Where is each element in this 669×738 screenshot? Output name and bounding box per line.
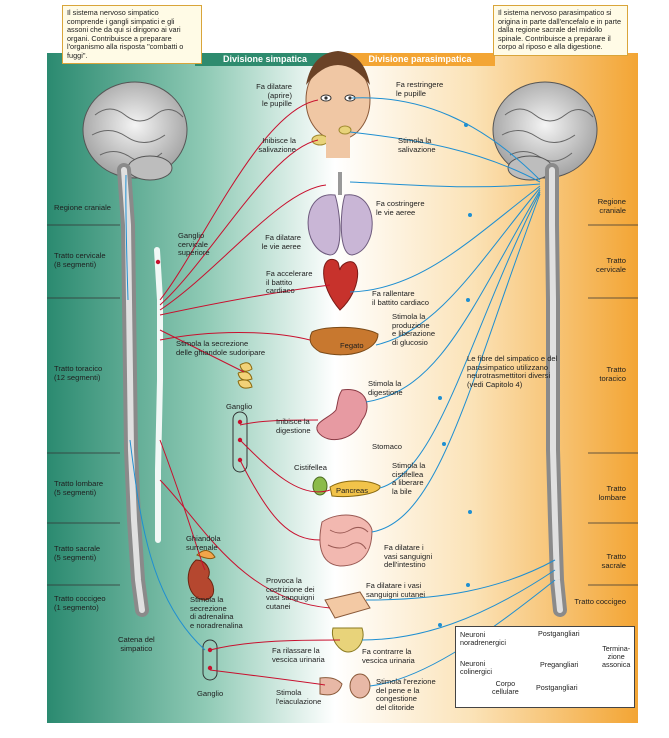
parasympathetic-nodes	[438, 123, 472, 627]
gallbladder-label: Cistifellea	[294, 463, 327, 472]
effect-para-digestion: Stimola la digestione	[368, 379, 403, 397]
legend-cholinergic: Neuroni colinergici	[460, 659, 492, 677]
middle-note: Le fibre del simpatico e del parasimpati…	[467, 354, 558, 389]
sympathetic-note: Il sistema nervoso simpatico comprende i…	[62, 5, 202, 64]
sympathetic-panel	[47, 53, 335, 723]
female-organ-illustration	[349, 673, 371, 699]
effect-symp-heart: Fa accelerare il battito cardiaco	[266, 269, 313, 296]
superior-cervical-ganglion-label: Ganglio cervicale superiore	[178, 231, 210, 258]
sympathetic-chain-label: Catena del simpatico	[118, 635, 155, 653]
effect-symp-vessels: Provoca la costrizione dei vasi sanguign…	[266, 576, 315, 611]
region-sacral-left: Tratto sacrale (5 segmenti)	[54, 544, 101, 562]
effect-para-bile: Stimola la cistifellea a liberare la bil…	[392, 461, 426, 496]
region-cervical-right: Tratto cervicale	[596, 256, 626, 274]
male-organ-illustration	[319, 677, 343, 696]
parasympathetic-panel	[335, 53, 638, 723]
pancreas-label: Pancreas	[336, 486, 369, 495]
liver-illustration	[309, 326, 379, 356]
ganglion-oval-2	[202, 639, 218, 681]
region-lumbar-left: Tratto lombare (5 segmenti)	[54, 479, 104, 497]
sympathetic-chain-shape	[154, 247, 163, 543]
sympathetic-nodes	[155, 259, 243, 671]
bladder-illustration	[331, 627, 364, 653]
pancreas-illustration	[329, 480, 381, 497]
effect-symp-sweat: Stimola la secrezione delle ghiandole su…	[176, 339, 266, 357]
effect-para-saliva: Stimola la salivazione	[398, 136, 436, 154]
effect-para-pupils: Fa restringere le pupille	[396, 80, 444, 98]
skin-illustration	[324, 591, 371, 619]
region-thoracic-right: Tratto toracico	[599, 365, 626, 383]
head-illustration	[305, 51, 371, 158]
adrenal-label: Ghiandola surrenale	[186, 534, 221, 552]
gallbladder-illustration	[312, 476, 328, 496]
region-coccygeal-right: Tratto coccigeo	[574, 597, 626, 606]
effect-symp-ejaculation: Stimola l'eiaculazione	[276, 688, 322, 706]
adrenal-illustration	[196, 550, 216, 560]
parasympathetic-note: Il sistema nervoso parasimpatico si orig…	[493, 5, 628, 56]
effect-symp-digestion: Inibisce la digestione	[276, 417, 311, 435]
effect-symp-bladder: Fa rilassare la vescica urinaria	[272, 646, 325, 664]
region-cranial-right: Regione craniale	[597, 197, 626, 215]
effect-symp-airways: Fa dilatare le vie aeree	[261, 233, 301, 251]
legend-noradrenergic: Neuroni noradrenergici	[460, 630, 506, 648]
legend-postganglionic-1: Postgangliari	[538, 629, 580, 638]
stomach-label: Stomaco	[372, 442, 402, 451]
effect-para-bladder: Fa contrarre la vescica urinaria	[362, 647, 415, 665]
region-cranial-left: Regione craniale	[54, 203, 111, 212]
left-brain	[82, 81, 188, 181]
region-thoracic-left: Tratto toracico (12 segmenti)	[54, 364, 103, 382]
effect-para-erection: Stimola l'erezione del pene e la congest…	[376, 677, 436, 712]
ganglion-label-1: Ganglio	[226, 402, 253, 411]
effect-symp-adrenaline: Stimola la secrezione di adrenalina e no…	[190, 595, 243, 630]
stomach-illustration	[316, 389, 368, 441]
effect-symp-pupils: Fa dilatare (aprire) le pupille	[256, 82, 292, 109]
region-cervical-left: Tratto cervicale (8 segmenti)	[54, 251, 106, 269]
header-bar-left	[195, 53, 335, 66]
legend-box: Neuroni noradrenergici Neuroni colinergi…	[455, 626, 635, 708]
heart-illustration	[323, 259, 359, 311]
region-coccygeal-left: Tratto coccigeo (1 segmento)	[54, 594, 106, 612]
liver-label: Fegato	[340, 341, 364, 350]
legend-preganglionic: Pregangliari	[540, 660, 579, 669]
effect-para-airways: Fa costringere le vie aeree	[376, 199, 425, 217]
right-brain	[492, 81, 598, 181]
legend-terminal: Termina- zione assonica	[602, 644, 631, 670]
sweat-gland-illustration	[237, 362, 253, 389]
ganglion-label-2: Ganglio	[197, 689, 224, 698]
sympathetic-header: Divisione simpatica	[222, 54, 308, 64]
region-lumbar-right: Tratto lombare	[598, 484, 626, 502]
parasympathetic-header: Divisione parasimpatica	[368, 54, 472, 64]
effect-para-glucose: Stimola la produzione e liberazione di g…	[392, 312, 436, 347]
kidney-illustration	[187, 559, 215, 601]
region-sacral-right: Tratto sacrale	[601, 552, 626, 570]
legend-postganglionic-2: Postgangliari	[536, 683, 578, 692]
effect-para-heart: Fa rallentare il battito cardiaco	[372, 289, 429, 307]
legend-cell-body: Corpo cellulare	[492, 679, 519, 697]
lungs-illustration	[307, 172, 373, 256]
ganglion-oval-1	[232, 411, 248, 473]
effect-symp-saliva: Inibisce la salivazione	[258, 136, 296, 154]
effect-para-intestine-vessels: Fa dilatare i vasi sanguigni dell'intest…	[384, 543, 433, 570]
effect-para-skin-vessels: Fa dilatare i vasi sanguigni cutanei	[366, 581, 426, 599]
header-bar-right	[345, 53, 495, 66]
